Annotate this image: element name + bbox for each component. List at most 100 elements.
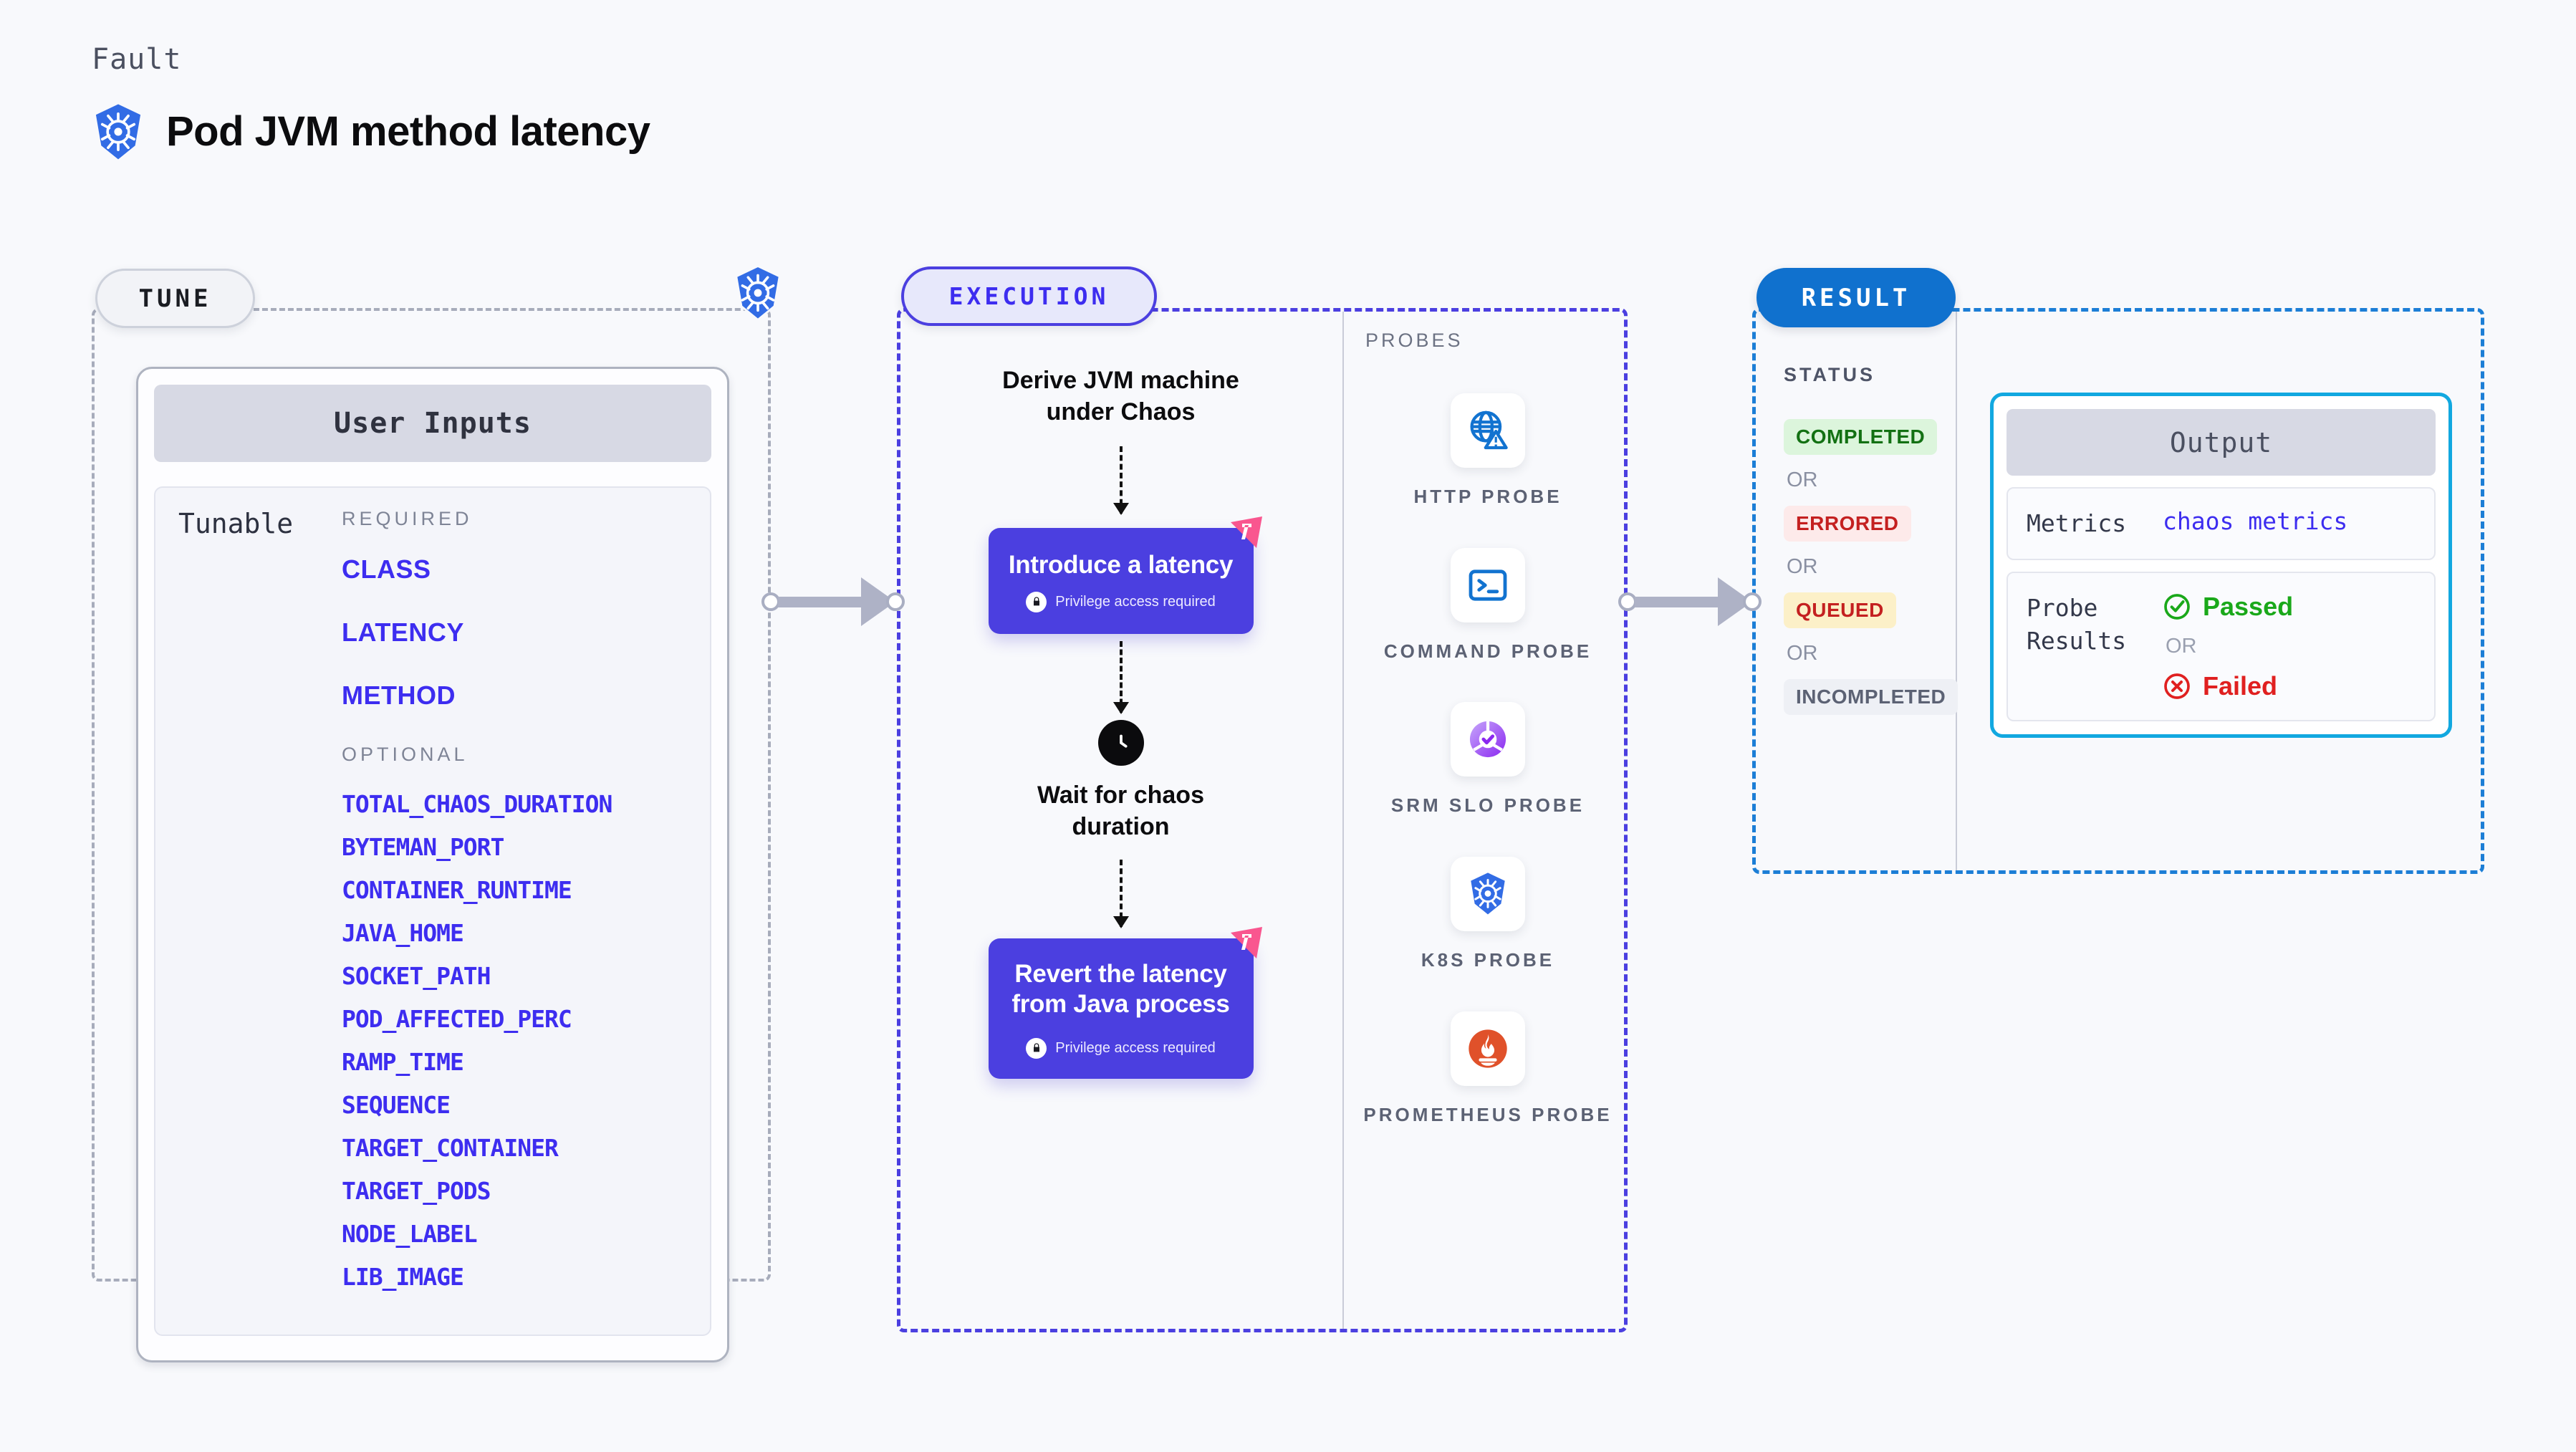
probe-prometheus[interactable]: PROMETHEUS PROBE bbox=[1350, 1011, 1626, 1129]
tunable-item-node-label[interactable]: NODE_LABEL bbox=[342, 1220, 478, 1248]
output-card: Output Metrics chaos metrics Probe Resul… bbox=[1990, 393, 2452, 739]
tunable-box: Tunable REQUIRED CLASS LATENCY METHOD OP… bbox=[154, 486, 711, 1336]
status-badge-errored: ERRORED bbox=[1784, 506, 1911, 542]
connector-dot-end bbox=[886, 592, 905, 611]
status-badge-incompleted: INCOMPLETED bbox=[1784, 679, 1959, 715]
wait-title: Wait for chaos duration bbox=[1037, 782, 1204, 840]
chaos-badge-icon bbox=[1228, 515, 1265, 549]
connector-bar bbox=[1635, 596, 1719, 607]
or-label: OR bbox=[1787, 555, 1818, 578]
status-badge-queued: QUEUED bbox=[1784, 592, 1896, 628]
user-inputs-title: User Inputs bbox=[154, 385, 711, 462]
tunable-item-sequence[interactable]: SEQUENCE bbox=[342, 1091, 451, 1119]
probes-label: PROBES bbox=[1365, 330, 1464, 351]
metrics-key: Metrics bbox=[2027, 509, 2127, 537]
connector-bar bbox=[778, 596, 862, 607]
tunable-item-method[interactable]: METHOD bbox=[342, 681, 456, 710]
flow-arrow-2 bbox=[1112, 641, 1129, 715]
or-label: OR bbox=[1787, 642, 1818, 665]
tunable-item-byteman-port[interactable]: BYTEMAN_PORT bbox=[342, 833, 504, 861]
probe-label: HTTP PROBE bbox=[1413, 486, 1562, 507]
kubernetes-icon bbox=[92, 103, 145, 160]
tunable-item-latency[interactable]: LATENCY bbox=[342, 617, 464, 647]
tunable-item-total-chaos-duration[interactable]: TOTAL_CHAOS_DURATION bbox=[342, 790, 612, 818]
action-title: Revert the latency from Java process bbox=[1011, 959, 1230, 1018]
tunable-item-pod-affected-perc[interactable]: POD_AFFECTED_PERC bbox=[342, 1005, 572, 1033]
probes-column: PROBES HTTP PROBE COMMAND PROBE bbox=[1350, 330, 1626, 1165]
tunable-item-java-home[interactable]: JAVA_HOME bbox=[342, 919, 464, 947]
page-header: Fault Pod JVM method latency bbox=[92, 43, 650, 160]
connector-dot-end bbox=[1743, 592, 1762, 611]
flow-arrow-1 bbox=[1112, 446, 1129, 516]
failed-label: Failed bbox=[2203, 671, 2278, 701]
flow-arrow-3 bbox=[1112, 860, 1129, 929]
tunable-item-lib-image[interactable]: LIB_IMAGE bbox=[342, 1263, 464, 1291]
check-circle-icon bbox=[2163, 592, 2191, 621]
terminal-icon bbox=[1451, 547, 1525, 622]
arrow-line bbox=[1119, 860, 1123, 928]
tunable-item-class[interactable]: CLASS bbox=[342, 554, 431, 584]
passed-label: Passed bbox=[2203, 592, 2294, 622]
tunable-label: Tunable bbox=[178, 508, 294, 539]
connector-tune-execution bbox=[761, 577, 905, 626]
x-circle-icon bbox=[2163, 672, 2191, 701]
tunable-item-socket-path[interactable]: SOCKET_PATH bbox=[342, 962, 491, 990]
status-badge-completed: COMPLETED bbox=[1784, 419, 1938, 455]
result-pill[interactable]: RESULT bbox=[1756, 268, 1956, 327]
probe-label: K8S PROBE bbox=[1421, 949, 1555, 971]
tune-pill[interactable]: TUNE bbox=[95, 269, 255, 328]
connector-dot-start bbox=[1618, 592, 1637, 611]
page-title: Pod JVM method latency bbox=[166, 107, 650, 155]
tunable-item-target-pods[interactable]: TARGET_PODS bbox=[342, 1177, 491, 1205]
probe-label: PROMETHEUS PROBE bbox=[1363, 1103, 1613, 1125]
probes-divider bbox=[1342, 312, 1344, 1329]
or-label: OR bbox=[1787, 468, 1818, 491]
probe-k8s[interactable]: K8S PROBE bbox=[1350, 857, 1626, 974]
arrow-line bbox=[1119, 641, 1123, 713]
privilege-text: Privilege access required bbox=[1055, 1039, 1216, 1056]
action-title: Introduce a latency bbox=[1008, 550, 1234, 579]
output-title: Output bbox=[2007, 409, 2436, 476]
execution-flow: Derive JVM machine under Chaos Introduce… bbox=[900, 365, 1341, 1080]
probe-results-key: Probe Results bbox=[2027, 594, 2127, 655]
execution-panel bbox=[897, 308, 1628, 1332]
probe-label: COMMAND PROBE bbox=[1383, 640, 1592, 662]
probe-srm-slo[interactable]: SRM SLO PROBE bbox=[1350, 702, 1626, 819]
probe-label: SRM SLO PROBE bbox=[1390, 794, 1585, 817]
action-revert-latency[interactable]: Revert the latency from Java process Pri… bbox=[988, 927, 1262, 1080]
result-divider bbox=[1956, 312, 1957, 870]
probe-result-passed: Passed bbox=[2163, 592, 2434, 622]
user-inputs-card: User Inputs Tunable REQUIRED CLASS LATEN… bbox=[136, 367, 729, 1362]
probe-command[interactable]: COMMAND PROBE bbox=[1350, 547, 1626, 665]
status-column: STATUS COMPLETED OR ERRORED OR QUEUED OR… bbox=[1784, 364, 1959, 715]
kubernetes-icon bbox=[732, 264, 784, 322]
privilege-note: Privilege access required bbox=[1026, 1037, 1216, 1059]
tunable-list: REQUIRED CLASS LATENCY METHOD OPTIONAL T… bbox=[342, 508, 710, 1306]
tunable-item-target-container[interactable]: TARGET_CONTAINER bbox=[342, 1134, 559, 1162]
connector-execution-result bbox=[1618, 577, 1762, 626]
status-label: STATUS bbox=[1784, 364, 1875, 385]
probe-http[interactable]: HTTP PROBE bbox=[1350, 393, 1626, 511]
chaos-badge-icon bbox=[1228, 925, 1265, 960]
tunable-item-ramp-time[interactable]: RAMP_TIME bbox=[342, 1048, 464, 1076]
arrow-line bbox=[1119, 446, 1123, 514]
prometheus-icon bbox=[1451, 1011, 1525, 1086]
output-row-probe-results: Probe Results Passed OR Failed bbox=[2007, 572, 2436, 722]
arrow-head bbox=[1112, 702, 1129, 715]
privilege-text: Privilege access required bbox=[1055, 593, 1216, 610]
output-row-metrics: Metrics chaos metrics bbox=[2007, 487, 2436, 561]
tunable-item-container-runtime[interactable]: CONTAINER_RUNTIME bbox=[342, 876, 572, 904]
optional-heading: OPTIONAL bbox=[342, 744, 468, 765]
execution-step-title: Derive JVM machine under Chaos bbox=[1002, 367, 1239, 425]
execution-pill[interactable]: EXECUTION bbox=[901, 266, 1157, 326]
lock-icon bbox=[1026, 1037, 1047, 1059]
title-row: Pod JVM method latency bbox=[92, 103, 650, 160]
probe-result-failed: Failed bbox=[2163, 671, 2434, 701]
fault-kicker: Fault bbox=[92, 43, 182, 76]
kubernetes-icon bbox=[1451, 857, 1525, 932]
privilege-note: Privilege access required bbox=[1026, 591, 1216, 612]
action-introduce-latency[interactable]: Introduce a latency Privilege access req… bbox=[988, 516, 1262, 635]
clock-icon bbox=[1097, 720, 1144, 766]
slo-check-icon bbox=[1451, 702, 1525, 777]
metrics-value[interactable]: chaos metrics bbox=[2163, 507, 2348, 535]
